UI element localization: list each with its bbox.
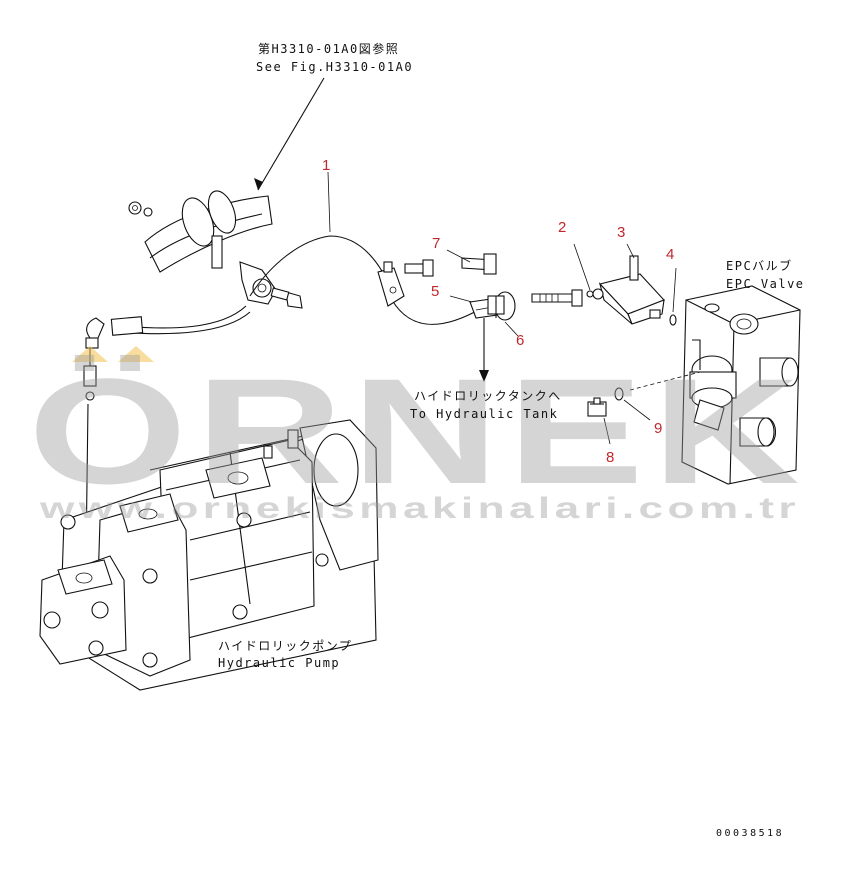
callout-leader-6: [504, 321, 519, 337]
ball-2: [586, 290, 594, 298]
callout-6: 6: [516, 332, 524, 349]
dashed-guide: [629, 371, 701, 391]
hydraulic-tank-label-en: To Hydraulic Tank: [410, 407, 558, 421]
hydraulic-pump-label-en: Hydraulic Pump: [218, 656, 340, 670]
hydraulic-tank-label-jp: ハイドロリックタンクへ: [414, 389, 562, 403]
callout-9: 9: [654, 420, 662, 437]
hose-bracket: [239, 261, 303, 309]
callout-leader-4: [672, 267, 677, 313]
drawing-number: 00038518: [716, 828, 784, 839]
hose-line: [85, 235, 483, 349]
reference-arrowhead: [254, 178, 263, 190]
pump-feed-fitting: [83, 365, 97, 387]
bolt-7: [461, 253, 497, 275]
callout-7: 7: [432, 235, 440, 252]
callout-leader-2: [573, 243, 591, 291]
upper-hose-assembly: [128, 190, 273, 273]
tank-arrowhead: [479, 370, 489, 382]
callout-5: 5: [431, 283, 439, 300]
watermark-brand: ÖRNEK: [28, 347, 808, 515]
hydraulic-pump: [39, 419, 379, 691]
callout-8: 8: [606, 449, 614, 466]
watermark-accent: [72, 346, 154, 362]
hose-clip: [377, 261, 405, 307]
long-bolt: [531, 289, 583, 307]
callout-leader-5: [449, 295, 473, 303]
o-ring-9: [614, 387, 624, 401]
hydraulic-pump-label-jp: ハイドロリックポンプ: [218, 639, 352, 653]
bolt-left: [404, 259, 434, 277]
fitting-6: [487, 291, 516, 321]
callout-leader-8: [603, 417, 611, 445]
reference-note-jp: 第H3310-01A0図参照: [258, 41, 399, 56]
callout-4: 4: [666, 246, 674, 263]
plug-8: [587, 397, 607, 417]
callout-leader-3: [626, 243, 635, 259]
watermark-url: www.ornekismakinalari.com.tr: [39, 492, 800, 525]
pump-feed-ring: [85, 391, 95, 401]
callout-1: 1: [322, 157, 330, 174]
callout-leader-7: [446, 249, 471, 263]
block-3: [592, 255, 665, 325]
callout-2: 2: [558, 219, 566, 236]
callout-leader-9: [623, 399, 651, 421]
callout-3: 3: [617, 224, 625, 241]
epc-valve-label-en: EPC Valve: [726, 277, 805, 291]
callout-leader-1: [327, 171, 331, 233]
o-ring-4: [669, 314, 677, 326]
reference-leader: [257, 77, 325, 191]
reference-note-en: See Fig.H3310-01A0: [256, 60, 413, 74]
epc-valve-label-jp: EPCバルブ: [726, 258, 793, 273]
epc-valve: [681, 285, 801, 485]
